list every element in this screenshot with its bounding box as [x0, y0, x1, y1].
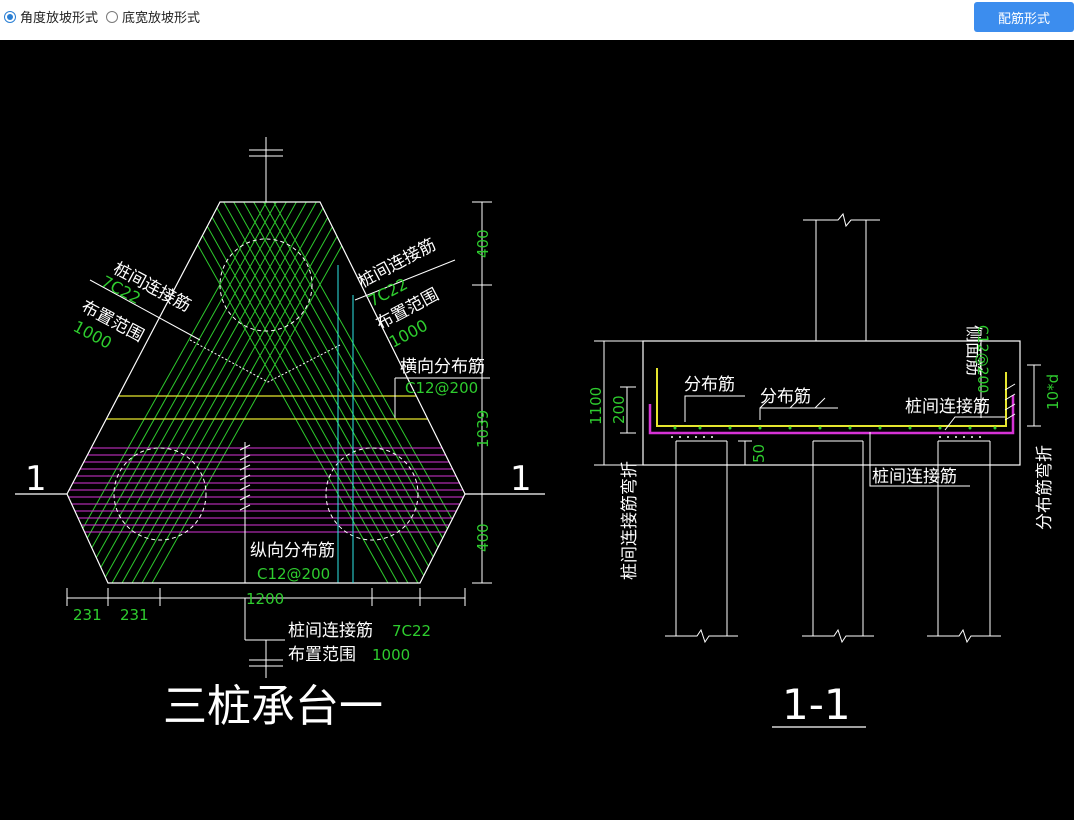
dim-231-b: 231 [120, 606, 149, 624]
section-dim-200: 200 [610, 395, 628, 424]
section-label-distribution-2: 分布筋 [760, 387, 811, 407]
longitudinal-rebar-spec: C12@200 [257, 565, 330, 583]
section-label-pile-connect-1: 桩间连接筋 [905, 397, 990, 417]
slope-mode-radio-group: 角度放坡形式 底宽放坡形式 [4, 7, 200, 26]
section-1-1: 分布筋 分布筋 桩间连接筋 桩间连接筋 侧面筋 C12@200 桩间连接筋弯折 … [587, 212, 1062, 729]
dim-bottom: 400 [474, 523, 492, 552]
dim-top: 400 [474, 229, 492, 258]
dim-1200: 1200 [246, 590, 284, 608]
section-dim-1100: 1100 [587, 387, 605, 425]
dim-mid: 1039 [474, 410, 492, 448]
section-label-side-spec: C12@200 [974, 325, 990, 393]
section-mark-left: 1 [25, 459, 47, 499]
bottom-range-value: 1000 [372, 646, 410, 664]
section-title: 1-1 [782, 680, 851, 729]
radio-checked-icon[interactable] [4, 10, 16, 23]
transverse-rebar-spec: C12@200 [405, 379, 478, 397]
radio-angle-slope[interactable]: 角度放坡形式 [4, 7, 98, 26]
plan-title: 三桩承台一 [163, 681, 383, 732]
section-label-side-rebar: 侧面筋 [963, 325, 983, 376]
bottom-rebar-spec: 7C22 [392, 622, 431, 640]
radio-width-slope[interactable]: 底宽放坡形式 [106, 7, 200, 26]
section-mark-right: 1 [510, 459, 532, 499]
section-label-distribution-1: 分布筋 [684, 375, 735, 395]
bottom-rebar-name: 桩间连接筋 [288, 621, 373, 641]
radio-angle-slope-label[interactable]: 角度放坡形式 [20, 10, 99, 25]
transverse-rebar-name: 横向分布筋 [400, 357, 485, 377]
cad-drawing: 1 1 桩间连接筋 7C22 布置范围 1000 桩间连接筋 7C22 布置范围… [15, 137, 1062, 732]
longitudinal-rebar-name: 纵向分布筋 [250, 541, 335, 561]
radio-width-slope-label[interactable]: 底宽放坡形式 [122, 10, 201, 25]
radio-unchecked-icon[interactable] [106, 10, 119, 23]
section-label-bend-left: 桩间连接筋弯折 [620, 461, 640, 580]
section-label-pile-connect-2: 桩间连接筋 [872, 467, 957, 487]
rebar-form-button[interactable]: 配筋形式 [974, 2, 1074, 32]
bottom-range-name: 布置范围 [288, 645, 356, 665]
section-label-10d: 10*d [1044, 374, 1062, 410]
dim-231-a: 231 [73, 606, 102, 624]
cad-drawing-canvas[interactable]: 1 1 桩间连接筋 7C22 布置范围 1000 桩间连接筋 7C22 布置范围… [0, 40, 1074, 820]
pile-cap-plan: 1 1 桩间连接筋 7C22 布置范围 1000 桩间连接筋 7C22 布置范围… [15, 137, 545, 732]
toolbar: 角度放坡形式 底宽放坡形式 配筋形式 [0, 0, 1074, 40]
section-dim-50: 50 [750, 444, 768, 463]
section-label-bend-right: 分布筋弯折 [1035, 445, 1055, 530]
